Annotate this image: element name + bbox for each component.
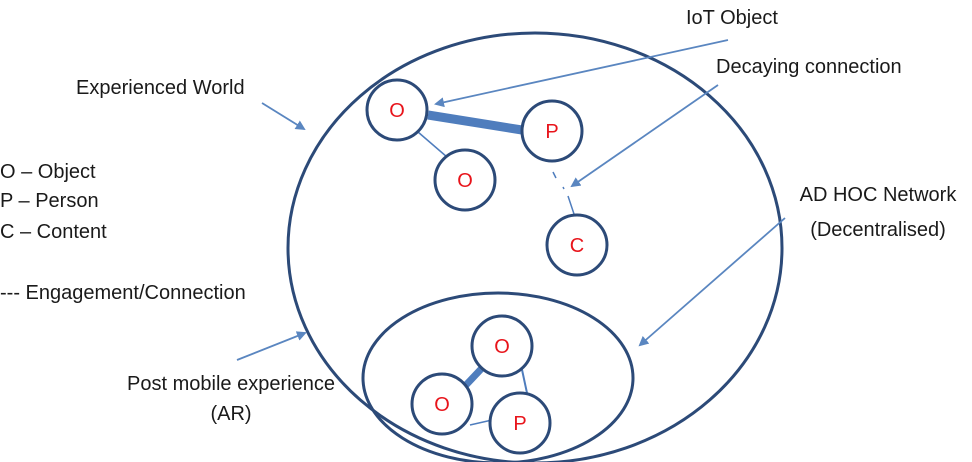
experienced-world-circle (286, 31, 784, 462)
decaying-connection-lower (567, 195, 575, 215)
label-ad-hoc-network: AD HOC Network (800, 184, 958, 206)
decaying-connection-mid (562, 186, 565, 190)
arrow-decaying-connection (570, 84, 719, 188)
arrow-experienced-world (261, 102, 306, 131)
node-object-4: O (410, 372, 474, 436)
arrow-ad-hoc-network (638, 217, 786, 347)
node-label: O (457, 170, 473, 192)
ad-hoc-network-ellipse (361, 291, 635, 462)
legend: O – Object P – Person C – Content --- En… (0, 161, 246, 304)
connection-o-o (417, 131, 448, 158)
label-post-mobile-experience: Post mobile experience (127, 373, 335, 395)
connection-o-p-inner-low (469, 419, 493, 426)
node-label: O (434, 394, 450, 416)
node-label: P (513, 413, 526, 435)
node-content-1: C (545, 213, 609, 277)
label-post-mobile-ar: (AR) (210, 403, 251, 425)
legend-engagement: --- Engagement/Connection (0, 282, 246, 304)
node-label: O (494, 336, 510, 358)
arrow-post-mobile (236, 331, 307, 361)
label-iot-object: IoT Object (686, 7, 778, 29)
node-person-2: P (488, 391, 552, 455)
node-label: P (545, 121, 558, 143)
node-object-1: O (365, 78, 429, 142)
legend-object: O – Object (0, 161, 96, 183)
node-label: O (389, 100, 405, 122)
label-decaying-connection: Decaying connection (716, 56, 902, 78)
node-label: C (570, 235, 584, 257)
legend-person: P – Person (0, 190, 99, 212)
legend-content: C – Content (0, 221, 107, 243)
label-ad-hoc-decentralised: (Decentralised) (810, 219, 946, 241)
arrow-iot-object (434, 39, 729, 108)
strong-connection-o-o-inner (463, 364, 486, 388)
node-object-3: O (470, 314, 534, 378)
node-person-1: P (520, 99, 584, 163)
strong-connection-o-p (427, 110, 523, 135)
decaying-connection-upper (552, 171, 557, 179)
node-object-2: O (433, 148, 497, 212)
label-experienced-world: Experienced World (76, 77, 245, 99)
